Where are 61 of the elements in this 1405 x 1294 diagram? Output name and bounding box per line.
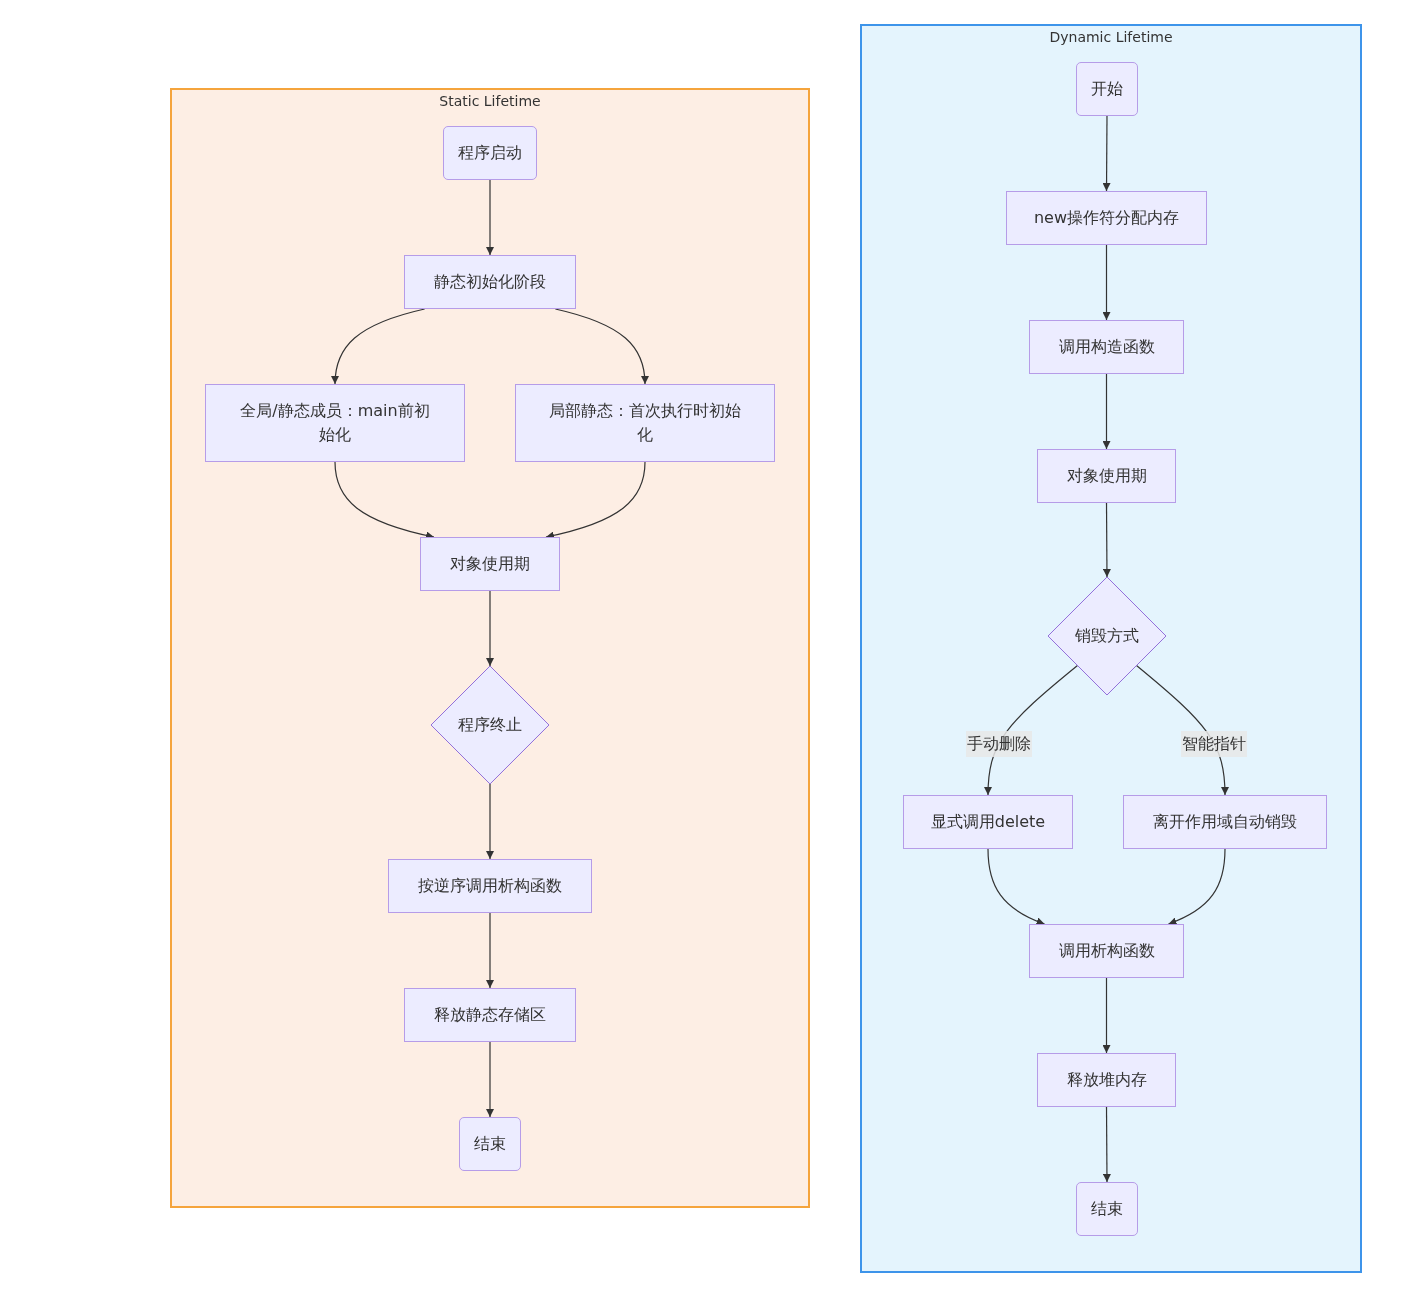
process-box bbox=[1006, 191, 1207, 245]
flow-arrow bbox=[334, 461, 435, 540]
node-label: 离开作用域自动销毁 bbox=[1153, 811, 1297, 833]
process-box bbox=[404, 255, 576, 309]
decision-diamond bbox=[1048, 577, 1166, 695]
node-label: 对象使用期 bbox=[1066, 465, 1147, 487]
flow-arrow bbox=[331, 308, 426, 385]
process-box bbox=[1037, 1053, 1176, 1107]
flow-arrow bbox=[486, 590, 494, 667]
decision-diamond bbox=[431, 666, 549, 784]
flow-arrow bbox=[1102, 1106, 1111, 1183]
flow-arrow bbox=[486, 1041, 494, 1118]
node-label: 程序启动 bbox=[458, 142, 522, 164]
node-label: 显式调用delete bbox=[930, 811, 1046, 833]
edge-label: 手动删除 bbox=[965, 730, 1032, 757]
group-title: Static Lifetime bbox=[439, 92, 541, 111]
terminal-box bbox=[443, 126, 537, 180]
process-box bbox=[205, 384, 465, 462]
node-label: 静态初始化阶段 bbox=[434, 271, 546, 293]
node-label: 销毁方式 bbox=[1075, 625, 1139, 647]
flow-arrow bbox=[486, 179, 494, 256]
node-label: 释放静态存储区 bbox=[434, 1004, 546, 1026]
flow-arrow bbox=[987, 848, 1046, 925]
process-box bbox=[420, 537, 560, 591]
process-box bbox=[1123, 795, 1327, 849]
node-label: 全局/静态成员：main前初始化 bbox=[239, 400, 431, 446]
node-label: 释放堆内存 bbox=[1066, 1069, 1147, 1091]
process-box bbox=[388, 859, 592, 913]
edge-label: 智能指针 bbox=[1181, 730, 1248, 757]
node-label: 调用构造函数 bbox=[1058, 336, 1155, 358]
flow-arrow bbox=[1102, 373, 1111, 450]
flow-arrow bbox=[545, 461, 646, 540]
flow-arrow bbox=[1102, 115, 1111, 192]
process-box bbox=[515, 384, 775, 462]
process-box bbox=[1029, 924, 1184, 978]
flow-arrow bbox=[1167, 848, 1226, 925]
flow-arrow bbox=[486, 783, 494, 860]
flow-arrow bbox=[1102, 502, 1111, 578]
process-box bbox=[404, 988, 576, 1042]
flow-arrow bbox=[554, 308, 649, 385]
node-label: 按逆序调用析构函数 bbox=[418, 875, 562, 897]
process-box bbox=[903, 795, 1073, 849]
terminal-box bbox=[459, 1117, 521, 1171]
group-title: Dynamic Lifetime bbox=[1049, 28, 1173, 47]
node-label: 结束 bbox=[474, 1133, 506, 1155]
process-box bbox=[1037, 449, 1176, 503]
group-panel bbox=[170, 88, 810, 1208]
node-label: new操作符分配内存 bbox=[1033, 207, 1180, 229]
process-box bbox=[1029, 320, 1184, 374]
node-label: 局部静态：首次执行时初始化 bbox=[548, 400, 742, 446]
node-label: 结束 bbox=[1091, 1198, 1123, 1220]
flow-arrow bbox=[1102, 244, 1111, 321]
node-label: 调用析构函数 bbox=[1058, 940, 1155, 962]
node-label: 对象使用期 bbox=[450, 553, 530, 575]
node-label: 程序终止 bbox=[458, 714, 522, 736]
flow-arrow bbox=[1102, 977, 1111, 1054]
node-label: 开始 bbox=[1091, 78, 1123, 100]
terminal-box bbox=[1076, 62, 1138, 116]
flow-arrow bbox=[486, 912, 494, 989]
group-panel bbox=[860, 24, 1362, 1273]
terminal-box bbox=[1076, 1182, 1138, 1236]
